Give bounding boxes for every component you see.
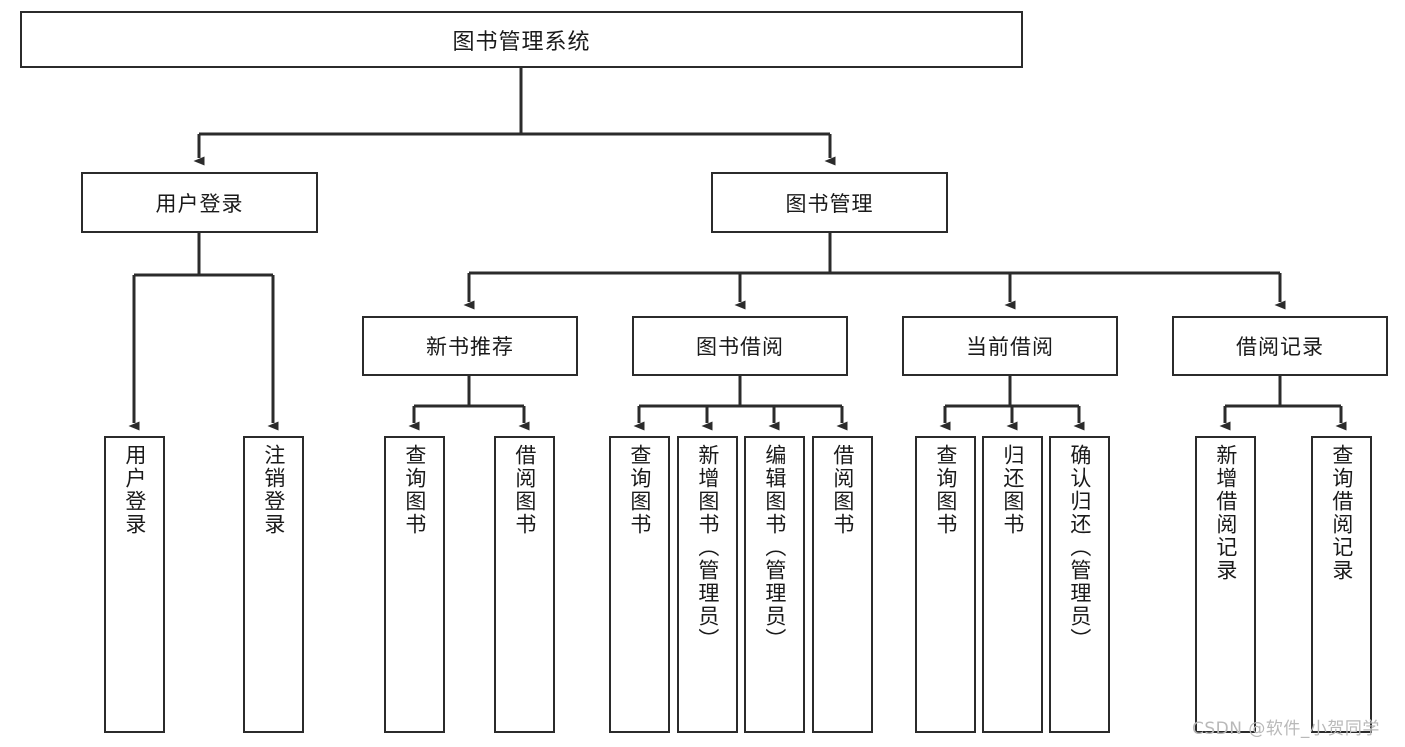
node-leaf-query-book-2[interactable]: 查询图书 [609,436,670,733]
watermark: CSDN @软件_小贺同学 [1192,719,1380,739]
node-leaf-query-book-1-label: 查询图书 [402,444,427,536]
node-book-borrow[interactable]: 图书借阅 [632,316,848,376]
node-leaf-logout[interactable]: 注销登录 [243,436,304,733]
node-user-login[interactable]: 用户登录 [81,172,318,233]
node-leaf-query-book-1[interactable]: 查询图书 [384,436,445,733]
node-leaf-add-record-label: 新增借阅记录 [1213,444,1238,582]
node-current-borrow-label: 当前借阅 [966,335,1054,359]
node-leaf-edit-book[interactable]: 编辑图书（管理员） [744,436,805,733]
node-leaf-add-book[interactable]: 新增图书（管理员） [677,436,738,733]
node-leaf-borrow-book-1-label: 借阅图书 [512,444,537,536]
node-leaf-query-book-3[interactable]: 查询图书 [915,436,976,733]
node-leaf-confirm-return[interactable]: 确认归还（管理员） [1049,436,1110,733]
node-new-book-rec[interactable]: 新书推荐 [362,316,578,376]
node-current-borrow[interactable]: 当前借阅 [902,316,1118,376]
node-leaf-user-login[interactable]: 用户登录 [104,436,165,733]
node-book-borrow-label: 图书借阅 [696,335,784,359]
node-borrow-record-label: 借阅记录 [1236,335,1324,359]
node-leaf-edit-book-label: 编辑图书（管理员） [762,444,787,651]
node-root[interactable]: 图书管理系统 [20,11,1023,68]
node-leaf-query-book-2-label: 查询图书 [627,444,652,536]
node-leaf-query-record-label: 查询借阅记录 [1329,444,1354,582]
node-book-manage-label: 图书管理 [785,191,874,216]
node-book-manage[interactable]: 图书管理 [711,172,948,233]
node-borrow-record[interactable]: 借阅记录 [1172,316,1388,376]
node-leaf-borrow-book-2[interactable]: 借阅图书 [812,436,873,733]
node-leaf-add-book-label: 新增图书（管理员） [695,444,720,651]
node-leaf-logout-label: 注销登录 [261,444,286,536]
node-leaf-query-book-3-label: 查询图书 [933,444,958,536]
node-root-label: 图书管理系统 [452,29,591,55]
node-leaf-return-book[interactable]: 归还图书 [982,436,1043,733]
node-leaf-add-record[interactable]: 新增借阅记录 [1195,436,1256,733]
node-leaf-borrow-book-1[interactable]: 借阅图书 [494,436,555,733]
node-new-book-rec-label: 新书推荐 [426,335,514,359]
node-leaf-query-record[interactable]: 查询借阅记录 [1311,436,1372,733]
node-leaf-user-login-label: 用户登录 [122,444,147,536]
node-user-login-label: 用户登录 [155,191,244,216]
node-leaf-borrow-book-2-label: 借阅图书 [830,444,855,536]
node-leaf-confirm-return-label: 确认归还（管理员） [1067,444,1092,651]
node-leaf-return-book-label: 归还图书 [1000,444,1025,536]
